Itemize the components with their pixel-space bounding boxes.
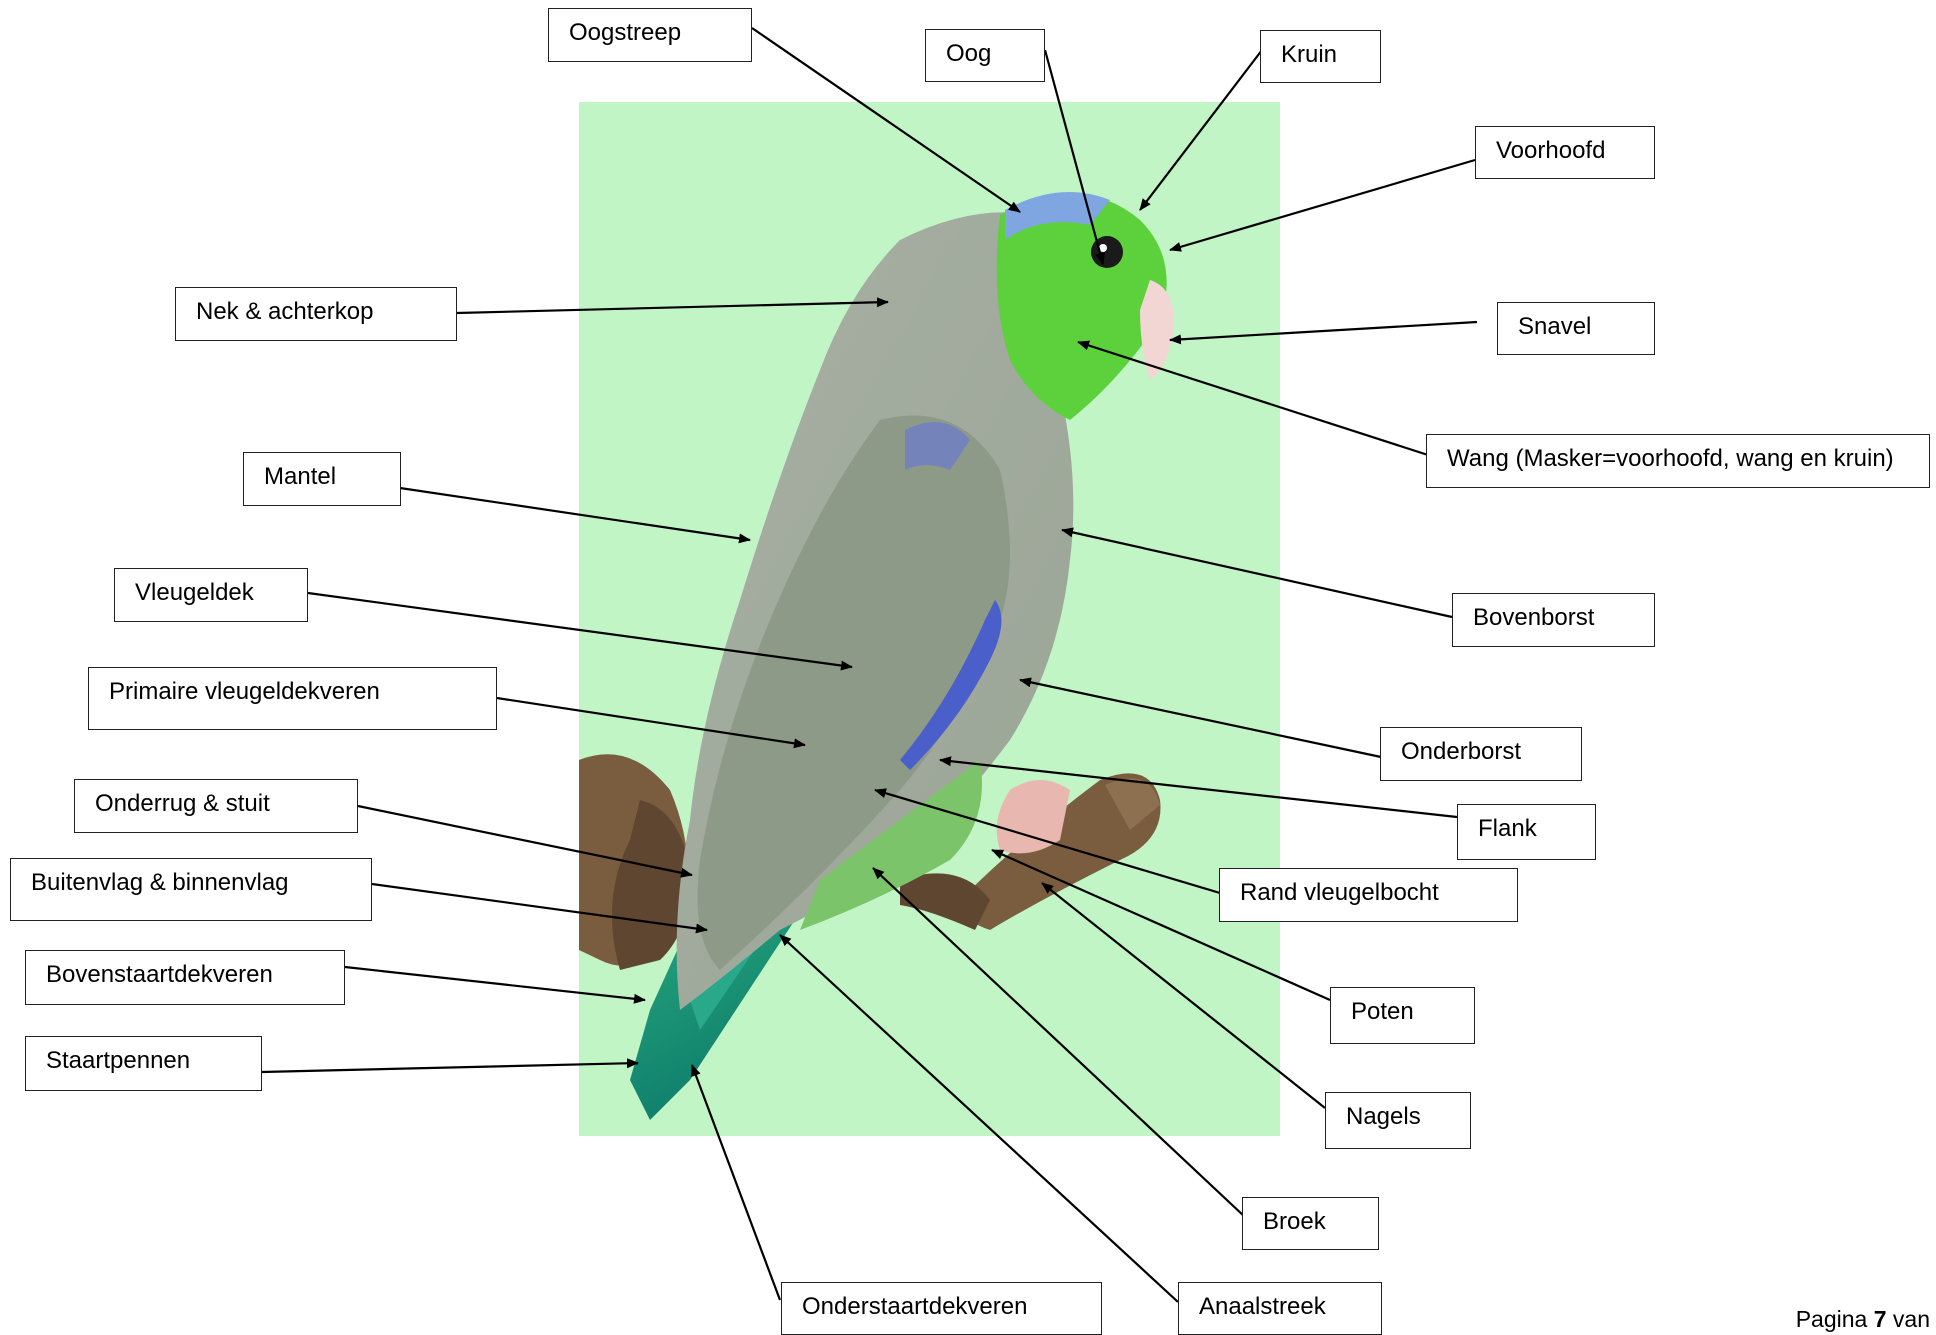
label-bovenborst: Bovenborst: [1452, 593, 1655, 647]
footer-prefix: Pagina: [1795, 1306, 1874, 1332]
leader-broek: [872, 867, 1246, 1218]
leader-flank: [939, 756, 1458, 819]
eye-highlight: [1099, 244, 1107, 252]
label-wang: Wang (Masker=voorhoofd, wang en kruin): [1426, 434, 1930, 488]
leader-primaire: [496, 696, 806, 749]
label-onderstaartdekveren: Onderstaartdekveren: [781, 1282, 1102, 1335]
label-oogstreep: Oogstreep: [548, 8, 752, 62]
label-kruin: Kruin: [1260, 30, 1381, 83]
foot: [996, 780, 1070, 854]
crown: [1005, 192, 1110, 240]
label-snavel: Snavel: [1497, 302, 1655, 355]
label-vleugeldek: Vleugeldek: [114, 568, 308, 622]
perch: [579, 754, 1161, 970]
label-rand-vleugelbocht: Rand vleugelbocht: [1219, 868, 1518, 922]
label-buitenvlag-binnenvlag: Buitenvlag & binnenvlag: [10, 858, 372, 921]
belly-green: [800, 760, 982, 930]
leader-oogstreep: [751, 27, 1021, 213]
beak: [1140, 280, 1174, 380]
leader-bovenstaart: [344, 965, 646, 1004]
leader-vleugeldek: [307, 591, 853, 671]
label-flank: Flank: [1457, 804, 1596, 860]
wing-blue-edge: [900, 600, 1002, 770]
leader-staartpennen: [261, 1058, 639, 1074]
leader-bovenborst: [1061, 527, 1453, 619]
leader-anaalstreek: [779, 934, 1179, 1303]
label-nek-achterkop: Nek & achterkop: [175, 287, 457, 341]
leader-poten: [991, 848, 1331, 1002]
leader-onderstaart: [690, 1064, 782, 1301]
label-bovenstaartdekveren: Bovenstaartdekveren: [25, 950, 345, 1005]
leader-kruin: [1139, 49, 1263, 211]
label-onderrug-stuit: Onderrug & stuit: [74, 779, 358, 833]
leader-onderborst: [1019, 677, 1382, 759]
label-poten: Poten: [1330, 987, 1475, 1044]
leader-nagels: [1041, 882, 1326, 1109]
footer-page-number: 7: [1873, 1306, 1887, 1332]
label-anaalstreek: Anaalstreek: [1178, 1282, 1382, 1335]
label-broek: Broek: [1242, 1197, 1379, 1250]
footer-suffix: van: [1886, 1306, 1930, 1332]
leader-snavel: [1169, 320, 1478, 345]
wing: [697, 415, 1010, 970]
label-nagels: Nagels: [1325, 1092, 1471, 1149]
leader-wang: [1077, 340, 1429, 457]
leader-nek: [456, 297, 889, 315]
label-primaire-vleugeldekveren: Primaire vleugeldekveren: [88, 667, 497, 730]
label-oog: Oog: [925, 29, 1045, 82]
leader-mantel: [399, 486, 751, 544]
leader-oog: [1043, 49, 1105, 265]
head: [996, 193, 1167, 420]
leader-rand: [874, 788, 1221, 895]
leader-buitenvlag: [371, 882, 708, 934]
leader-voorhoofd: [1169, 158, 1476, 252]
label-onderborst: Onderborst: [1380, 727, 1582, 781]
leader-lines: [261, 27, 1478, 1303]
label-mantel: Mantel: [243, 452, 401, 506]
page-footer: Pagina 7 van: [1796, 1306, 1930, 1333]
leader-onderrug: [357, 804, 693, 878]
label-voorhoofd: Voorhoofd: [1475, 126, 1655, 179]
wing-blue-patch: [905, 422, 970, 470]
label-staartpennen: Staartpennen: [25, 1036, 262, 1091]
